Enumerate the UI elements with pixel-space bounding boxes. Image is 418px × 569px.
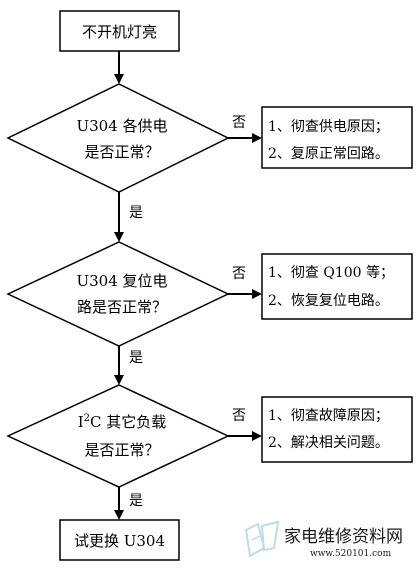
end-box (59, 519, 180, 561)
decision-3-line1: I2C 其它负载 (78, 413, 167, 431)
decision-1-fix-box (261, 106, 413, 169)
decision-2-no-label: 否 (232, 266, 246, 282)
watermark-name: 家电维修资料网 (284, 527, 403, 547)
decision-3-line1-sup: 2 (84, 413, 90, 424)
decision-3-fix-box (261, 396, 413, 463)
decision-3: I2C 其它负载 是否正常？ 否 1、彻查故障原因； 2、解决相关问题。 是 (6, 384, 413, 520)
decision-2-yes-label: 是 (129, 350, 143, 366)
decision-3-fix-line-1: 1、彻查故障原因； (268, 408, 389, 424)
decision-3-line1-rest: C 其它负载 (90, 413, 166, 431)
decision-1-line2: 是否正常？ (84, 143, 159, 161)
watermark: 家电维修资料网 www.520101.com (244, 520, 403, 559)
watermark-logo-icon (244, 520, 280, 558)
start-label: 不开机灯亮 (82, 23, 157, 41)
decision-3-line2: 是否正常？ (84, 441, 159, 459)
start-node: 不开机灯亮 (59, 10, 180, 52)
decision-3-yes-label: 是 (129, 493, 143, 509)
start-box (59, 10, 180, 52)
decision-2-fix-line-1: 1、彻查 Q100 等； (268, 264, 394, 281)
decision-3-diamond (6, 384, 230, 488)
decision-1: U304 各供电 是否正常？ 否 1、彻查供电原因； 2、复原正常回路。 是 (6, 83, 413, 242)
decision-1-diamond (6, 83, 230, 193)
decision-2: U304 复位电 路是否正常？ 否 1、彻查 Q100 等； 2、恢复复位电路。… (6, 241, 413, 385)
decision-2-fix-box (261, 253, 413, 320)
decision-3-line1-base: I (78, 413, 84, 431)
decision-1-yes-label: 是 (129, 205, 143, 221)
decision-2-diamond (6, 241, 230, 347)
decision-1-line1: U304 各供电 (76, 117, 167, 135)
decision-1-fix-line-2: 2、复原正常回路。 (268, 145, 389, 162)
end-label: 试更换 U304 (74, 532, 165, 550)
decision-1-fix-line-1: 1、彻查供电原因； (268, 119, 389, 135)
decision-3-no-label: 否 (232, 408, 246, 424)
end-node: 试更换 U304 (59, 519, 180, 561)
decision-2-line2: 路是否正常？ (77, 298, 167, 316)
decision-2-line1: U304 复位电 (76, 272, 167, 290)
decision-2-fix-line-2: 2、恢复复位电路。 (268, 292, 389, 309)
decision-1-no-label: 否 (232, 115, 246, 131)
watermark-url: www.520101.com (310, 549, 392, 559)
decision-3-fix-line-2: 2、解决相关问题。 (268, 435, 389, 451)
